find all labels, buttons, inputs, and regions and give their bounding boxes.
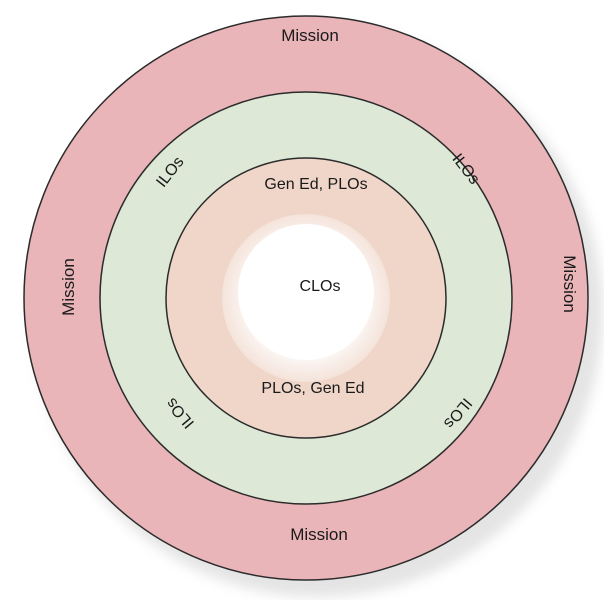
mission-label-left: Mission [59,258,78,316]
gened-plos-label-top: Gen Ed, PLOs [264,176,367,193]
mission-label-bottom: Mission [290,525,348,544]
mission-label-top: Mission [281,26,339,45]
clos-center [238,224,374,360]
gened-plos-label-bottom: PLOs, Gen Ed [261,380,364,397]
clos-label: CLOs [300,278,341,295]
mission-label-right: Mission [560,255,579,313]
